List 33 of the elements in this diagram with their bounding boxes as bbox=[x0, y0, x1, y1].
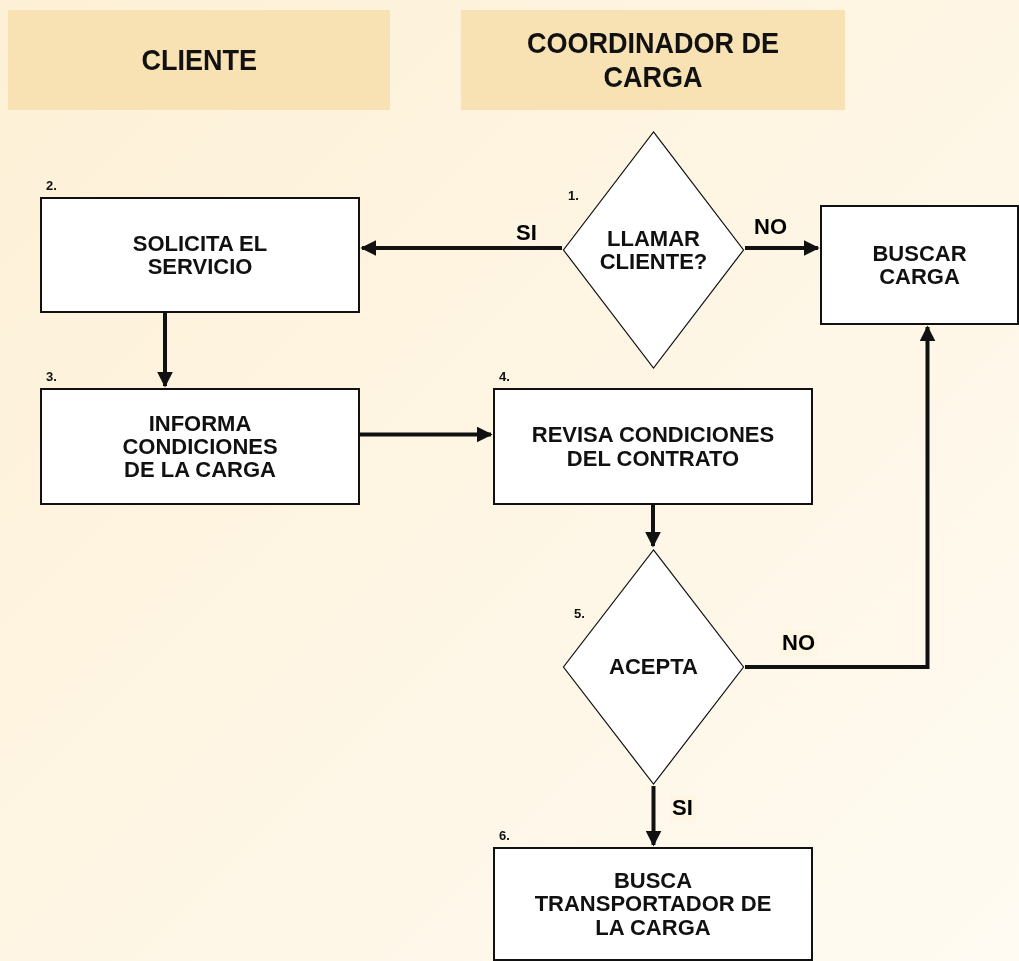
process-box bbox=[40, 197, 360, 313]
process-box bbox=[493, 847, 813, 961]
arrow bbox=[645, 786, 662, 847]
decision-diamond bbox=[562, 548, 745, 786]
decision-diamond bbox=[562, 130, 745, 370]
step-label: BUSCAR CARGA bbox=[871, 241, 968, 289]
arrow bbox=[645, 505, 661, 548]
process-box bbox=[493, 388, 813, 505]
step-number: 4. bbox=[499, 369, 510, 384]
step-number: 5. bbox=[574, 606, 585, 621]
lane-title: CLIENTE bbox=[141, 42, 257, 78]
arrow bbox=[360, 240, 562, 256]
step-number: 1. bbox=[568, 188, 579, 203]
step-label: INFORMA CONDICIONES DE LA CARGA bbox=[121, 411, 279, 482]
arrow bbox=[745, 240, 820, 256]
process-box bbox=[40, 388, 360, 505]
step-number: 6. bbox=[499, 828, 510, 843]
process-box bbox=[820, 205, 1019, 325]
arrow bbox=[745, 325, 936, 669]
lane-title: COORDINADOR DE CARGA bbox=[526, 25, 780, 95]
lane-header bbox=[8, 10, 390, 110]
arrow bbox=[360, 426, 493, 443]
step-number: 2. bbox=[46, 178, 57, 193]
edge-label: NO bbox=[780, 630, 817, 656]
step-label: SOLICITA EL SERVICIO bbox=[131, 231, 269, 279]
step-label: LLAMAR CLIENTE? bbox=[598, 226, 709, 274]
arrow bbox=[157, 313, 173, 388]
lane-header bbox=[461, 10, 845, 110]
step-label: REVISA CONDICIONES DEL CONTRATO bbox=[530, 423, 776, 470]
edge-label: SI bbox=[670, 795, 695, 821]
step-label: BUSCA TRANSPORTADOR DE LA CARGA bbox=[533, 869, 773, 939]
step-label: ACEPTA bbox=[609, 655, 698, 679]
step-number: 3. bbox=[46, 369, 57, 384]
